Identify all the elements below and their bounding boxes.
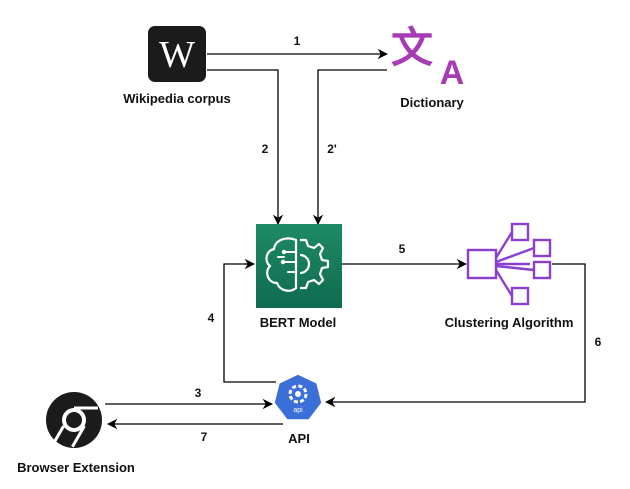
edge-2-prime [312,69,387,226]
edge-2 [207,69,284,226]
node-wikipedia: W Wikipedia corpus [123,26,231,106]
node-dictionary: 文 A Dictionary [391,23,465,110]
edge-label-5: 5 [399,242,406,256]
api-badge: api [293,407,303,414]
edge-label-3: 3 [195,386,202,400]
label-bert-model: BERT Model [260,315,337,330]
edge-label-1: 1 [294,34,301,48]
hierarchy-icon [466,222,552,306]
translate-icon: 文 A [391,23,464,92]
edge-label-7: 7 [201,430,208,444]
wikipedia-glyph: W [159,34,195,76]
edge-4 [223,258,276,383]
label-dictionary: Dictionary [400,95,464,110]
label-browser-extension: Browser Extension [17,460,135,475]
edge-label-2: 2 [262,142,269,156]
node-api: api API [273,373,323,446]
edge-label-4: 4 [208,311,215,325]
translate-glyph-left: 文 [391,23,433,72]
brain-gear-icon [256,224,342,308]
wikipedia-logo-icon: W [148,26,206,82]
label-clustering-algorithm: Clustering Algorithm [445,315,574,330]
edge-label-2-prime: 2' [327,142,337,156]
node-clustering-algorithm: Clustering Algorithm [445,222,574,330]
label-api: API [288,431,310,446]
edge-label-6: 6 [595,335,602,349]
edge-6 [324,263,586,408]
node-browser-extension: Browser Extension [17,392,135,475]
api-gear-icon: api [273,373,323,421]
chrome-logo-icon [46,392,102,448]
label-wikipedia-corpus: Wikipedia corpus [123,91,231,106]
node-bert-model: BERT Model [256,224,342,330]
translate-glyph-right: A [440,54,465,92]
